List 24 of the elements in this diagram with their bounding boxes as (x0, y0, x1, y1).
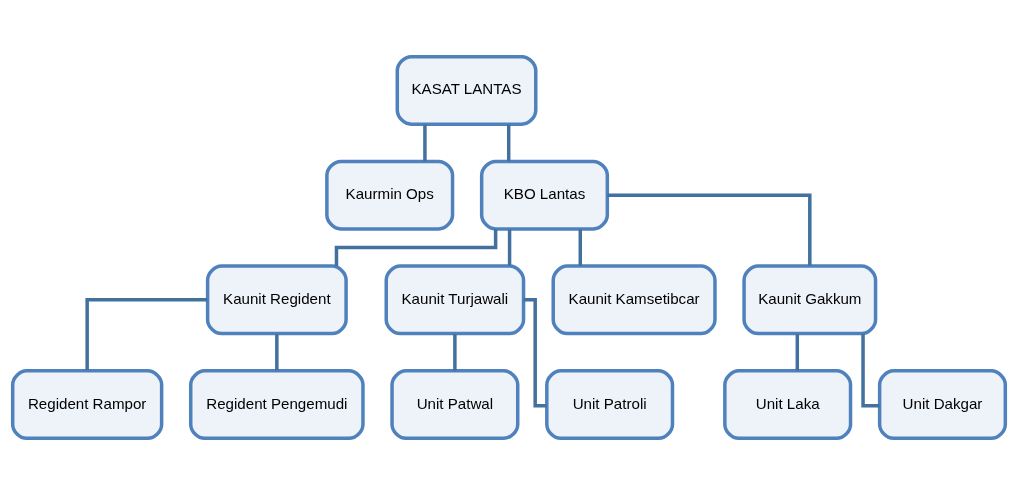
node-box: KBO Lantas (479, 159, 610, 231)
node-box: Kaunit Turjawali (384, 264, 526, 336)
node-box: Unit Patroli (545, 369, 675, 441)
node-box: Unit Patwal (390, 369, 520, 441)
node-box: Unit Dakgar (877, 369, 1008, 441)
node-box: Regident Rampor (10, 369, 164, 441)
connector (453, 334, 457, 371)
node-box: Kaunit Gakkum (742, 264, 878, 336)
node-box: Regident Pengemudi (189, 369, 365, 441)
node-box: Unit Laka (723, 369, 853, 441)
connector (423, 124, 427, 162)
connector (85, 298, 208, 371)
node-box: KASAT LANTAS (395, 54, 538, 126)
connector (578, 229, 583, 266)
connector (506, 124, 511, 162)
connector (275, 334, 279, 371)
connector (861, 333, 880, 408)
connector (523, 298, 547, 408)
connector (507, 229, 512, 266)
connector (795, 334, 800, 371)
node-box: Kaunit Regident (205, 264, 348, 336)
connector (607, 193, 812, 266)
node-box: Kaurmin Ops (325, 159, 455, 231)
node-box: Kaunit Kamsetibcar (551, 264, 717, 336)
